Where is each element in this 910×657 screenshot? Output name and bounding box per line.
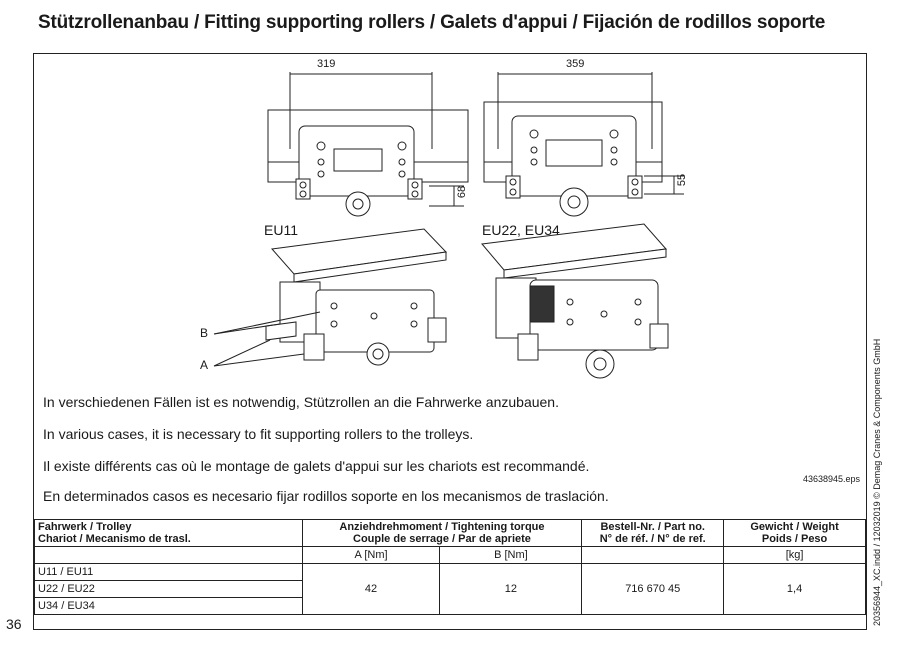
value-b: 12: [439, 563, 583, 615]
header-trolley-line2: Chariot / Mecanismo de trasl.: [38, 533, 191, 545]
row-trolley-u11: U11 / EU11: [34, 563, 303, 581]
header-trolley-line1: Fahrwerk / Trolley: [38, 521, 132, 533]
subheader-part-empty: [581, 546, 725, 564]
page-number: 36: [6, 616, 22, 632]
header-torque: Anziehdrehmoment / Tightening torque Cou…: [301, 519, 583, 547]
page-title: Stützrollenanbau / Fitting supporting ro…: [38, 12, 826, 33]
eu11-front-view: [267, 72, 469, 217]
paragraph-de: In verschiedenen Fällen ist es notwendig…: [43, 394, 559, 410]
subheader-a: A [Nm]: [301, 546, 441, 564]
subheader-empty: [34, 546, 303, 564]
paragraph-es: En determinados casos es necesario fijar…: [43, 488, 609, 504]
table-row: U34 / EU34: [34, 597, 866, 615]
label-eu22-eu34: EU22, EU34: [482, 222, 560, 238]
eps-reference: 43638945.eps: [802, 474, 860, 484]
row-trolley-u34: U34 / EU34: [34, 597, 303, 615]
header-weight-line1: Gewicht / Weight: [750, 521, 839, 533]
table-row: U11 / EU11 42 12 716 670 45 1,4: [34, 563, 866, 615]
dim-left-height: 68: [456, 185, 469, 199]
dim-right-height: 55: [676, 173, 689, 187]
header-part-line1: Bestell-Nr. / Part no.: [600, 521, 705, 533]
subheader-b: B [Nm]: [439, 546, 583, 564]
callout-a: A: [200, 358, 209, 372]
header-part-no: Bestell-Nr. / Part no. N° de réf. / N° d…: [581, 519, 725, 547]
table-subheader-row: A [Nm] B [Nm] [kg]: [34, 546, 866, 564]
callout-lines: [213, 311, 321, 367]
dim-left-width: 319: [317, 58, 336, 70]
eu22-front-view: [483, 72, 684, 217]
eu22-iso-view: [481, 223, 669, 379]
roller-fitting-drawing: [213, 72, 684, 379]
header-weight-line2: Poids / Peso: [761, 533, 828, 545]
subheader-kg: [kg]: [723, 546, 866, 564]
table-header-row: Fahrwerk / Trolley Chariot / Mecanismo d…: [34, 519, 866, 547]
side-copyright: 20356944_XC.indd / 12032019 © Demag Cran…: [872, 338, 882, 626]
dim-right-width: 359: [566, 58, 585, 70]
row-trolley-u22: U22 / EU22: [34, 580, 303, 598]
callout-b: B: [200, 326, 209, 340]
paragraph-fr: Il existe différents cas où le montage d…: [43, 458, 590, 474]
table-row: U22 / EU22: [34, 580, 866, 598]
header-trolley: Fahrwerk / Trolley Chariot / Mecanismo d…: [34, 519, 303, 547]
header-part-line2: N° de réf. / N° de ref.: [599, 533, 706, 545]
content-frame: 319 359 68 55 EU11 EU22, EU34 B A In ver…: [33, 53, 867, 630]
header-torque-line1: Anziehdrehmoment / Tightening torque: [339, 521, 545, 533]
header-weight: Gewicht / Weight Poids / Peso: [723, 519, 866, 547]
header-torque-line2: Couple de serrage / Par de apriete: [353, 533, 531, 545]
eu11-iso-view: [265, 228, 448, 366]
value-part-no: 716 670 45: [581, 563, 725, 615]
spec-table: Fahrwerk / Trolley Chariot / Mecanismo d…: [34, 519, 866, 615]
value-weight: 1,4: [723, 563, 866, 615]
label-eu11: EU11: [264, 222, 298, 238]
paragraph-en: In various cases, it is necessary to fit…: [43, 426, 474, 442]
value-a: 42: [301, 563, 441, 615]
